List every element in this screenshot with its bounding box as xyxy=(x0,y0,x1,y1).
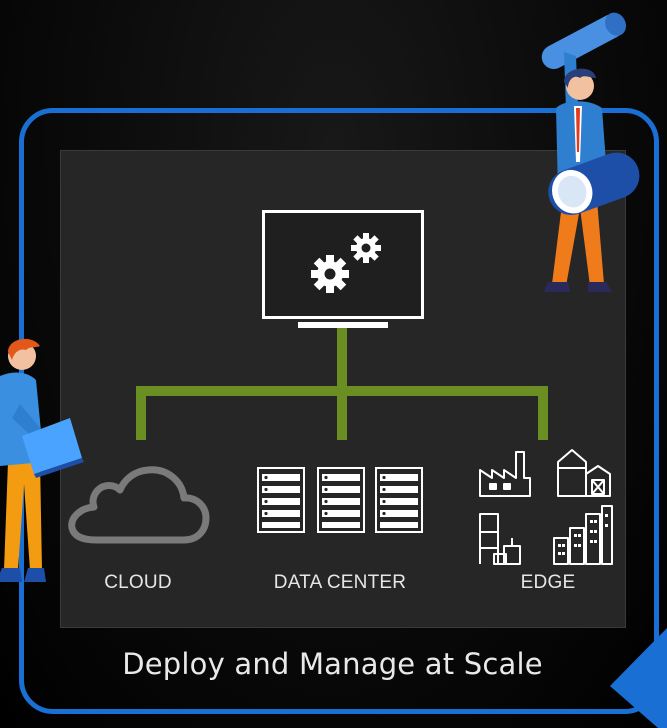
caption-title: Deploy and Manage at Scale xyxy=(122,647,543,681)
data-center-label: DATA CENTER xyxy=(273,572,407,593)
server-racks-icon xyxy=(257,467,423,533)
person-holding-blocks-illustration xyxy=(541,12,640,292)
cloud-icon xyxy=(68,466,210,544)
person-with-laptop-illustration xyxy=(0,338,84,582)
cloud-label: CLOUD xyxy=(104,572,172,593)
monitor-gears-icon xyxy=(262,210,424,328)
corner-arrow-icon xyxy=(610,628,667,728)
edge-label: EDGE xyxy=(520,572,576,593)
edge-buildings-icon xyxy=(479,449,613,565)
